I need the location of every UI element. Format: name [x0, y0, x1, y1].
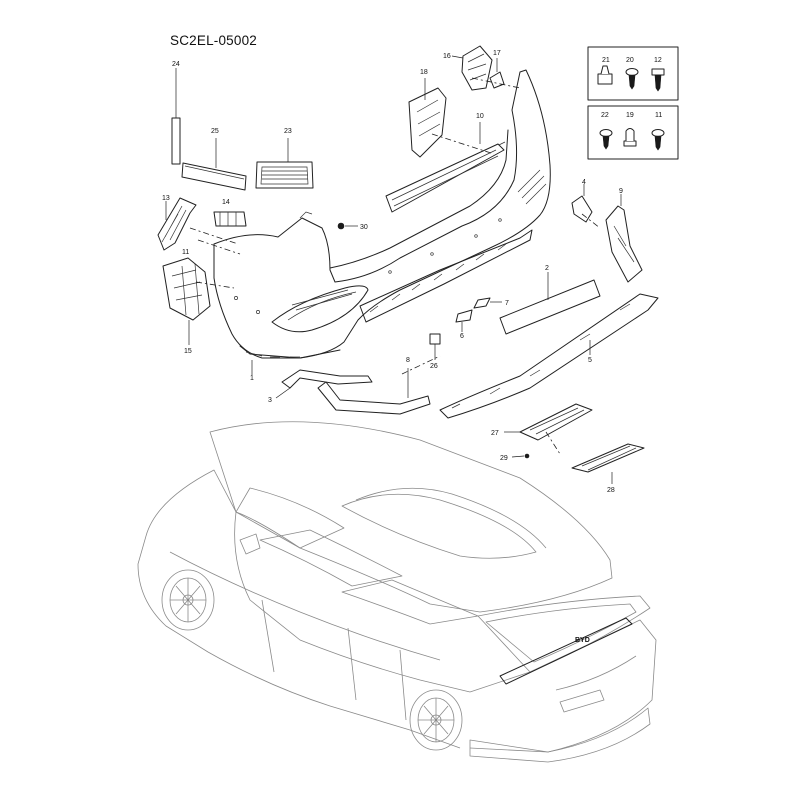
callout-28: 28: [607, 487, 615, 494]
trim-strip-24: [171, 68, 181, 165]
callout-11-left: 11: [182, 249, 189, 256]
callout-4: 4: [582, 179, 586, 186]
callout-7: 7: [505, 300, 509, 307]
bracket-13: [157, 197, 197, 251]
callout-22: 22: [601, 112, 609, 119]
clip-nut-21: [597, 65, 613, 85]
callout-10: 10: [476, 113, 484, 120]
screw-11: [651, 129, 665, 151]
callout-14: 14: [222, 199, 230, 206]
front-wheel: [161, 569, 215, 631]
clip-19: [623, 128, 637, 147]
callout-26: 26: [430, 363, 438, 370]
bracket-14: [213, 211, 247, 227]
callout-3: 3: [268, 397, 272, 404]
clip-7: [473, 297, 502, 309]
underbody-shield-27: [504, 403, 593, 441]
callout-labels: 1 2 3 4 5 6 7 8 9 10 11 11 12 13 14 15 1…: [162, 50, 662, 494]
callout-27: 27: [491, 430, 499, 437]
side-trim-9: [605, 194, 643, 283]
center-reflector-strip-10: [385, 122, 505, 213]
bolt-12: [651, 68, 665, 92]
callout-29: 29: [500, 455, 508, 462]
diffuser-trim-3: [275, 369, 373, 399]
underbody-shield-28: [571, 443, 645, 484]
vent-grille-23: [255, 138, 314, 189]
callout-11-inset: 11: [655, 112, 662, 119]
callout-25: 25: [211, 128, 219, 135]
screw-22: [599, 129, 613, 150]
rear-wheel: [409, 689, 463, 751]
clip-6: [455, 309, 473, 332]
callout-2: 2: [545, 265, 549, 272]
lower-lip-5: [439, 293, 659, 419]
rear-bumper-cover-1: [213, 69, 551, 375]
license-plate-bracket-2: [499, 272, 601, 335]
lower-absorber: [359, 229, 533, 323]
reflector-panel-25: [181, 138, 247, 191]
bracket-16: [451, 45, 493, 91]
callout-5: 5: [588, 357, 592, 364]
callout-15: 15: [184, 348, 192, 355]
bracket-18: [408, 78, 447, 158]
assembly-guides: [189, 77, 601, 455]
callout-19: 19: [626, 112, 634, 119]
callout-12: 12: [654, 57, 662, 64]
callout-8: 8: [406, 357, 410, 364]
callout-30: 30: [360, 224, 368, 231]
callout-17: 17: [493, 50, 501, 57]
fastener-inset-top: [587, 46, 679, 101]
clip-29: [511, 453, 530, 459]
diagram-title: SC2EL-05002: [170, 33, 258, 48]
diffuser-trim-8: [317, 368, 431, 415]
callout-18: 18: [420, 69, 428, 76]
vehicle-outline: [137, 421, 657, 763]
callout-6: 6: [460, 333, 464, 340]
callout-24: 24: [172, 61, 180, 68]
fastener-inset-bottom: [587, 105, 679, 160]
callout-23: 23: [284, 128, 292, 135]
callout-1: 1: [250, 375, 254, 382]
callout-20: 20: [626, 57, 634, 64]
clip-17: [489, 58, 505, 89]
screw-20: [625, 68, 639, 90]
callout-21: 21: [602, 57, 610, 64]
callout-16: 16: [443, 53, 451, 60]
nut-30: [337, 222, 358, 230]
callout-9: 9: [619, 188, 623, 195]
side-bracket-4: [571, 184, 593, 223]
brand-badge: BYD: [575, 637, 590, 644]
cap-26: [429, 333, 441, 360]
side-bracket-15: [162, 257, 211, 345]
callout-13: 13: [162, 195, 170, 202]
